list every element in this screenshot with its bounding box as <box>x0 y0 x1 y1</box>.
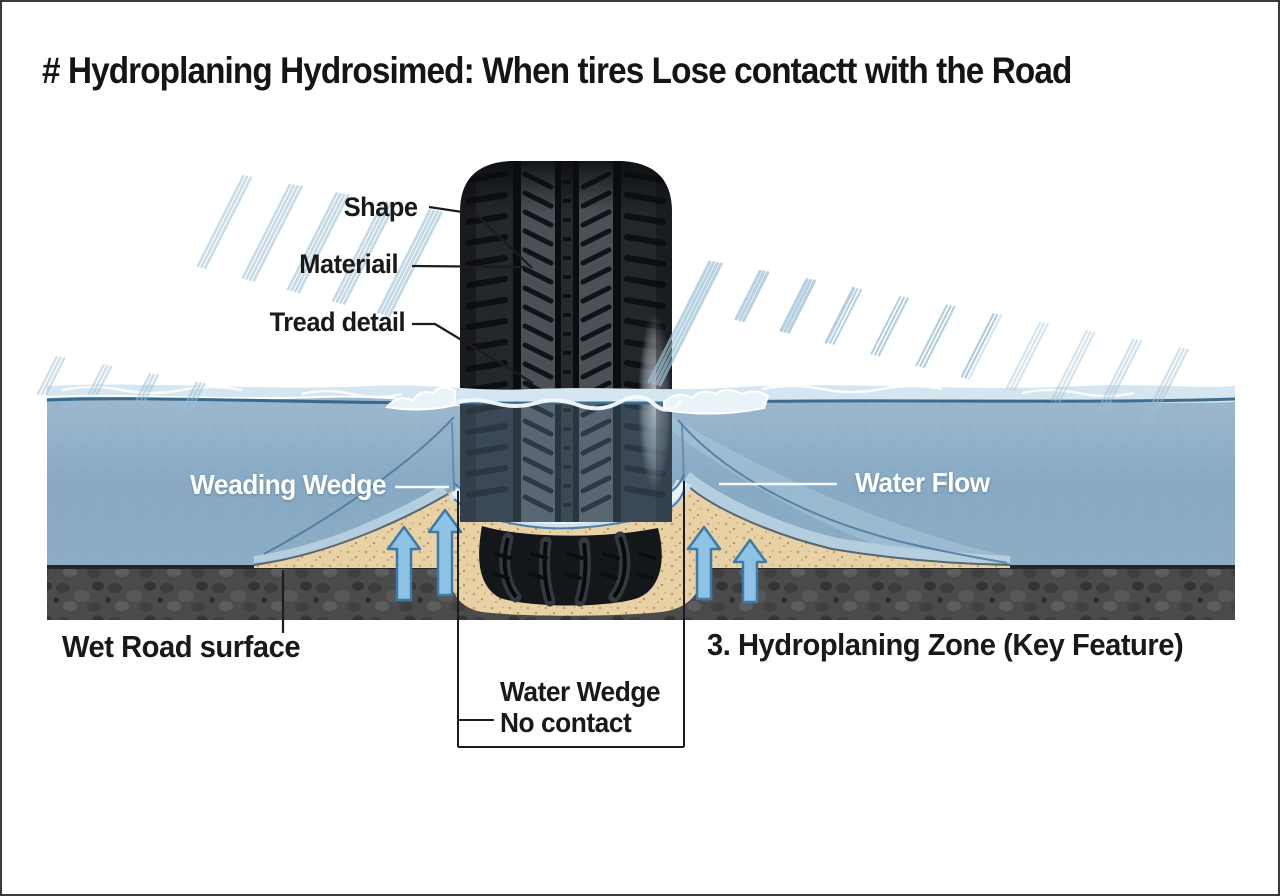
right-flow-line <box>677 419 1008 564</box>
left-flow-line <box>263 416 455 555</box>
rain-streaks <box>36 174 1189 427</box>
wave-crest-right <box>663 389 770 415</box>
shape-leader <box>428 205 533 269</box>
submerged-tint <box>460 401 672 522</box>
hydroplaning-zone-label: 3. Hydroplaning Zone (Key Feature) <box>707 627 1184 662</box>
water-wedge-label: Water Wedge No contact <box>500 676 661 739</box>
tread-detail-label: Tread detail <box>269 307 406 337</box>
page-title: # Hydroplaning Hydrosimed: When tires Lo… <box>42 50 1072 91</box>
right-wake <box>683 472 1010 564</box>
material-leader <box>411 264 526 269</box>
leading-wedge-label: Weading Wedge <box>190 469 387 500</box>
left-wake <box>254 485 448 563</box>
contact-patch-tread <box>492 531 656 607</box>
water-film <box>452 421 684 530</box>
material-label: Materiail <box>299 249 398 279</box>
water-flow-label: Water Flow <box>855 467 990 498</box>
shape-label: Shape <box>344 192 418 222</box>
water-wedge-line2: No contact <box>500 706 632 738</box>
wet-road-surface-label: Wet Road surface <box>62 629 301 664</box>
wave-crest-left <box>385 386 456 411</box>
tread-leader <box>412 322 534 384</box>
water-wedge-line1: Water Wedge <box>500 676 661 707</box>
water-surface <box>46 384 1236 415</box>
uplift-arrows <box>386 508 768 604</box>
tire <box>460 161 672 522</box>
water-wedge-bracket <box>457 481 685 748</box>
white-leader-lines <box>395 482 837 489</box>
leader-lines <box>281 205 534 633</box>
